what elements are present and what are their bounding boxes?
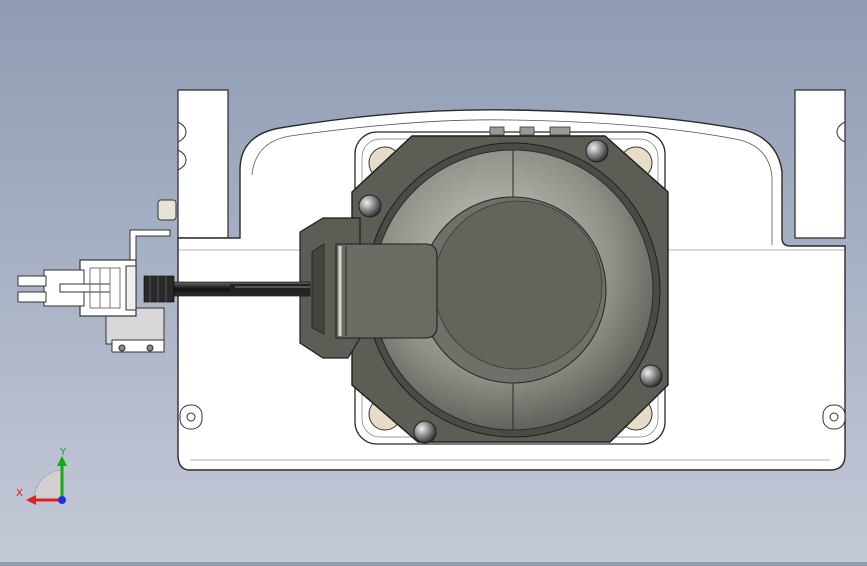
motor-cable[interactable] — [143, 275, 311, 303]
screw-bottom-right — [639, 364, 663, 388]
orientation-triad[interactable]: Y X — [16, 447, 67, 505]
x-axis-label: X — [16, 488, 23, 499]
y-axis-label: Y — [59, 447, 67, 458]
screw-top-right — [585, 139, 609, 163]
motor-body[interactable] — [351, 126, 669, 444]
screw-bottom-left — [413, 420, 437, 444]
z-axis-dot — [58, 496, 66, 504]
electrical-connector[interactable] — [17, 259, 137, 317]
triad-plane-icon — [33, 469, 63, 501]
screw-top-left — [358, 194, 382, 218]
cable-exit-housing[interactable] — [299, 217, 438, 359]
